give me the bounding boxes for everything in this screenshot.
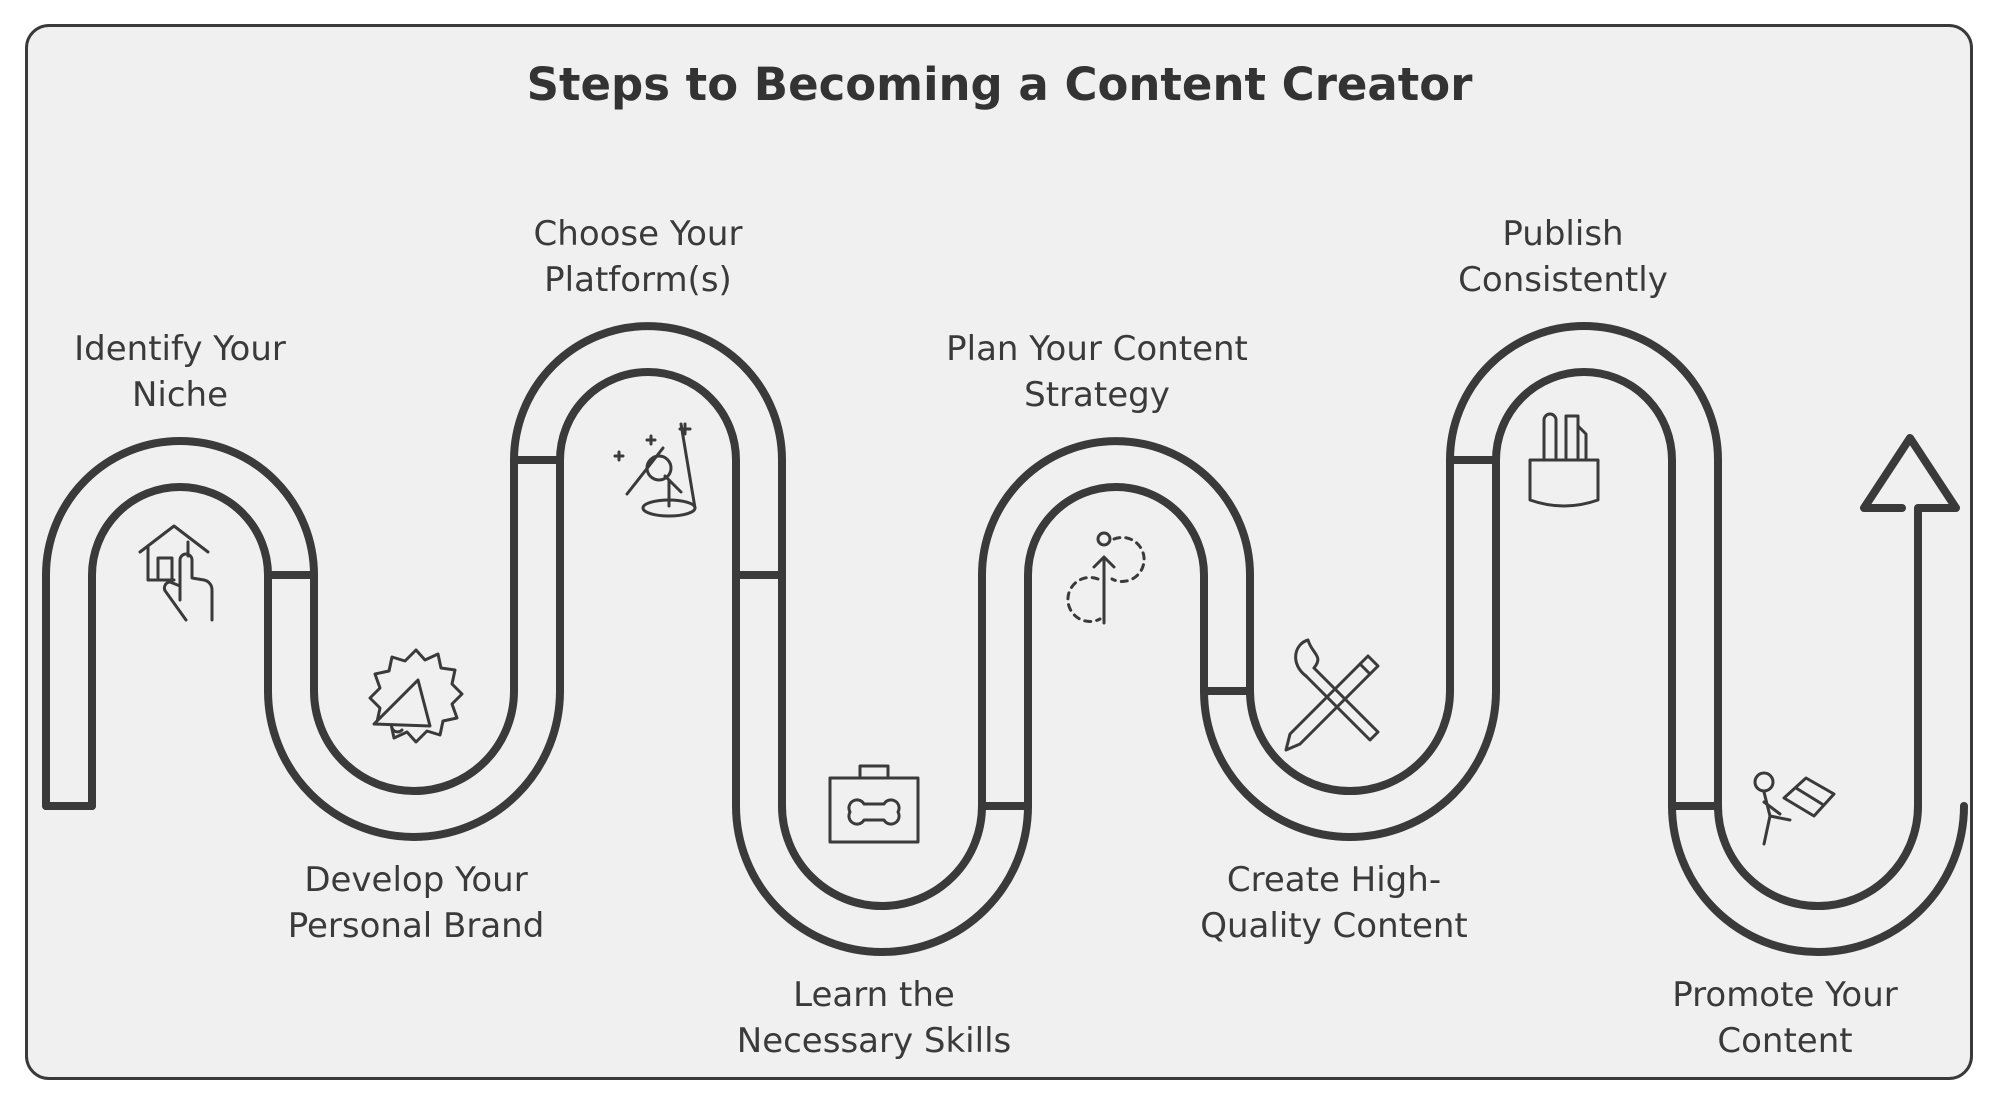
step-label-create-content: Create High- Quality Content: [1200, 860, 1468, 946]
step-label-publish: Publish Consistently: [1458, 214, 1668, 300]
step-label-choose-platform: Choose Your Platform(s): [533, 214, 743, 300]
step-label-identify-niche: Identify Your Niche: [74, 329, 286, 415]
pen-brush-icon: [1284, 638, 1380, 752]
megaphone-badge-icon: [368, 648, 464, 744]
toolbox-icon: [828, 764, 920, 844]
microphone-spotlight-icon: [613, 422, 697, 518]
step-label-learn-skills: Learn the Necessary Skills: [736, 975, 1012, 1061]
diagram-title: Steps to Becoming a Content Creator: [526, 58, 1473, 111]
home-pointer-icon: [138, 524, 214, 622]
step-label-promote: Promote Your Content: [1672, 975, 1898, 1061]
pen-holder-icon: [1528, 412, 1600, 508]
step-label-plan-strategy: Plan Your Content Strategy: [946, 329, 1248, 415]
person-reading-icon: [1753, 771, 1836, 846]
road-outer-edge: [42, 322, 1960, 910]
path-plan-icon: [1066, 531, 1146, 625]
step-label-develop-brand: Develop Your Personal Brand: [287, 860, 545, 946]
diagram-frame: [25, 24, 1973, 1080]
